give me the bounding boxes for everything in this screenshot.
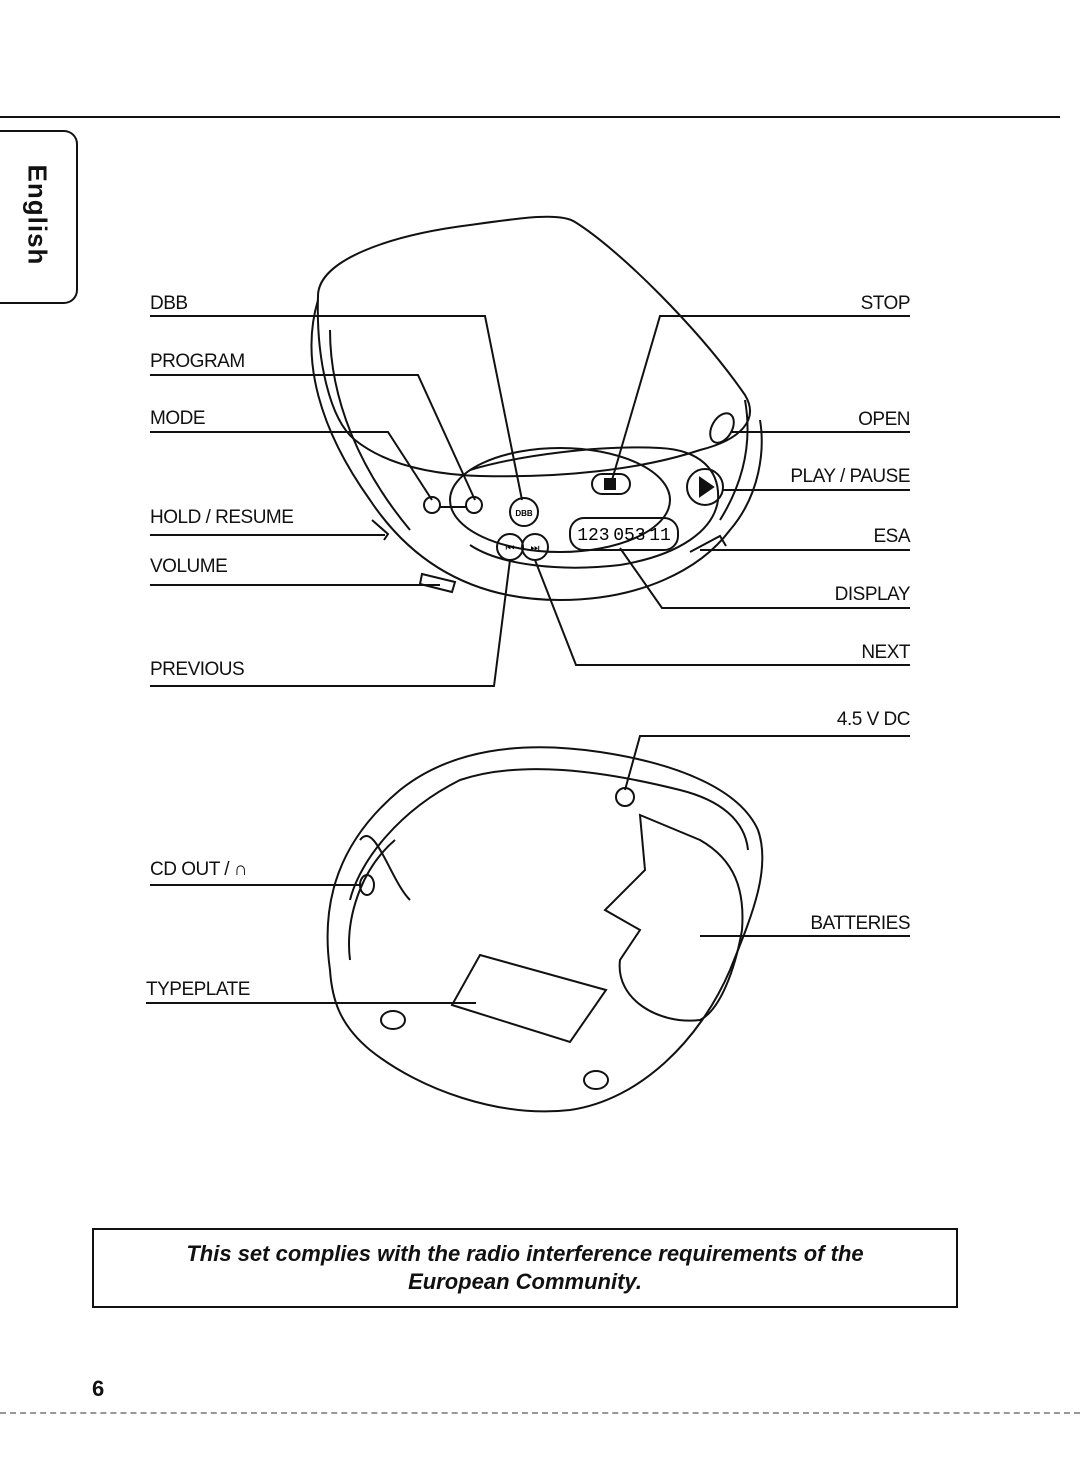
page-number: 6 <box>92 1376 105 1401</box>
label-display: DISPLAY <box>834 584 911 605</box>
label-volume: VOLUME <box>150 556 228 577</box>
label-program: PROGRAM <box>150 351 245 372</box>
mode-button <box>423 496 441 514</box>
label-next: NEXT <box>861 642 910 663</box>
label-open: OPEN <box>858 409 910 430</box>
previous-button-glyph: ⏮ <box>506 543 515 554</box>
lid-outline <box>316 215 751 478</box>
stop-button <box>591 473 631 495</box>
lcd-digits: 123 053 11 <box>577 526 671 546</box>
next-button-glyph: ⏭ <box>531 543 540 554</box>
bottom-rule <box>0 1412 1080 1414</box>
play-button <box>686 468 724 506</box>
label-mode: MODE <box>150 408 206 429</box>
dbb-button-glyph: DBB <box>515 509 533 518</box>
label-hold-resume: HOLD / RESUME <box>150 507 294 528</box>
compliance-notice: This set complies with the radio interfe… <box>92 1228 958 1308</box>
label-stop: STOP <box>860 293 911 314</box>
label-play-pause: PLAY / PAUSE <box>790 466 910 487</box>
dc-jack <box>615 787 635 807</box>
battery-cover <box>603 813 744 1022</box>
label-typeplate: TYPEPLATE <box>146 979 250 1000</box>
label-dbb: DBB <box>150 293 188 314</box>
label-dc-in: 4.5 V DC <box>836 709 911 730</box>
open-switch <box>709 412 735 444</box>
lcd-display <box>569 517 679 551</box>
label-batteries: BATTERIES <box>810 913 910 934</box>
dbb-button <box>509 497 539 527</box>
language-tab <box>0 130 78 304</box>
compliance-notice-text: This set complies with the radio interfe… <box>186 1241 864 1294</box>
label-cd-out: CD OUT / ∩ <box>150 859 247 880</box>
bottom-outline <box>326 746 764 1113</box>
typeplate <box>450 953 608 1044</box>
top-rule <box>0 116 1060 118</box>
label-esa: ESA <box>873 526 910 547</box>
label-previous: PREVIOUS <box>150 659 245 680</box>
